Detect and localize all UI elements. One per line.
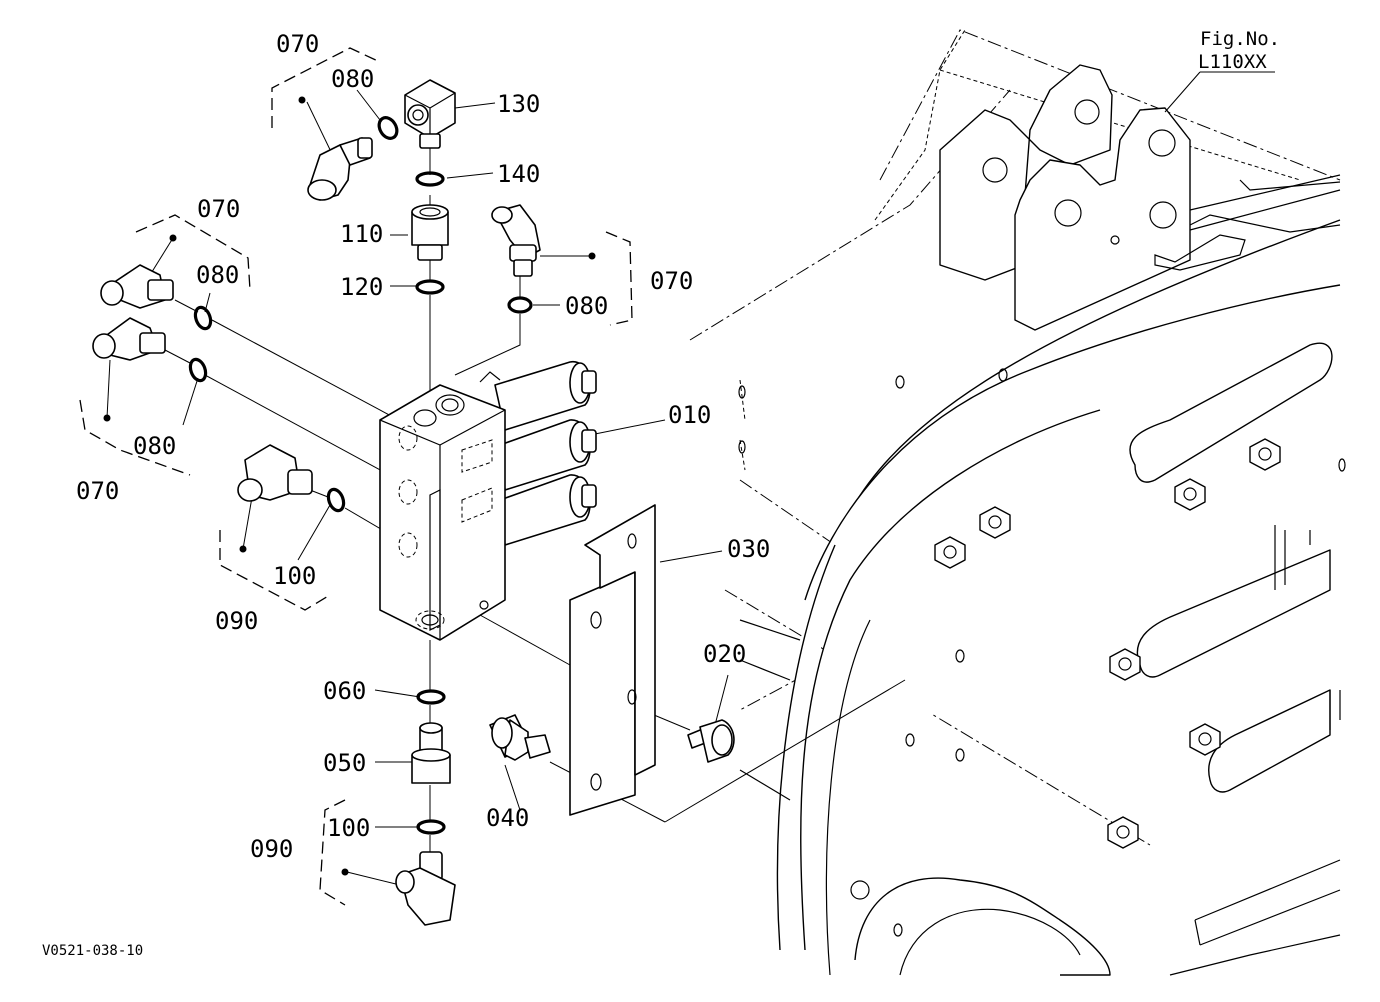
callout-100-bottom: 100 bbox=[327, 814, 370, 842]
elbow-fitting-bottom bbox=[395, 851, 456, 926]
frame-nut-7 bbox=[1107, 816, 1139, 849]
callout-060: 060 bbox=[323, 677, 366, 705]
callout-080-left-upper: 080 bbox=[196, 261, 239, 289]
fig-number-label: Fig.No. bbox=[1200, 28, 1280, 50]
pressure-switch bbox=[489, 714, 551, 761]
solenoid-coil-3 bbox=[499, 474, 597, 546]
callout-080-right: 080 bbox=[565, 292, 608, 320]
elbow-fitting-left-upper bbox=[100, 264, 174, 309]
callout-110: 110 bbox=[340, 220, 383, 248]
solenoid-coil-1 bbox=[494, 361, 597, 431]
drawing-code: V0521-038-10 bbox=[42, 943, 143, 959]
frame-nut-6 bbox=[1189, 723, 1221, 756]
callout-130: 130 bbox=[497, 90, 540, 118]
frame-nut-5 bbox=[1109, 648, 1141, 681]
callout-090-mid: 090 bbox=[215, 607, 258, 635]
frame-nut-1 bbox=[934, 536, 966, 569]
callout-040: 040 bbox=[486, 804, 529, 832]
solenoid-valve-block bbox=[379, 361, 597, 641]
elbow-fitting-mid bbox=[237, 444, 313, 502]
tee-fitting bbox=[404, 79, 456, 149]
callout-070-top: 070 bbox=[276, 30, 319, 58]
callout-070-left-upper: 070 bbox=[197, 195, 240, 223]
group-brackets bbox=[79, 47, 633, 906]
bolt bbox=[687, 719, 735, 763]
tractor-frame-background bbox=[689, 29, 1346, 976]
figure-id: Fig.No. L110XX V0521-038-10 bbox=[42, 28, 1280, 959]
frame-nut-3 bbox=[1174, 478, 1206, 511]
callout-020: 020 bbox=[703, 640, 746, 668]
callout-050: 050 bbox=[323, 749, 366, 777]
elbow-fitting-right bbox=[491, 204, 541, 277]
callout-100-mid: 100 bbox=[273, 562, 316, 590]
callout-090-bottom: 090 bbox=[250, 835, 293, 863]
callout-140: 140 bbox=[497, 160, 540, 188]
elbow-fitting-left-lower bbox=[92, 317, 166, 361]
callout-120: 120 bbox=[340, 273, 383, 301]
callout-080-left-lower: 080 bbox=[133, 432, 176, 460]
mounting-bracket bbox=[569, 504, 656, 816]
frame-nut-2 bbox=[979, 506, 1011, 539]
callout-070-right: 070 bbox=[650, 267, 693, 295]
elbow-fitting-top bbox=[307, 137, 373, 201]
straight-fitting bbox=[411, 722, 451, 784]
callout-030: 030 bbox=[727, 535, 770, 563]
callout-070-left-lower: 070 bbox=[76, 477, 119, 505]
callout-080-top: 080 bbox=[331, 65, 374, 93]
callout-010: 010 bbox=[668, 401, 711, 429]
frame-nut-4 bbox=[1249, 438, 1281, 471]
solenoid-coil-2 bbox=[499, 419, 597, 491]
adapter-fitting bbox=[411, 204, 449, 261]
callout-labels: 010 020 030 040 050 060 070 070 070 070 … bbox=[76, 30, 770, 863]
fig-number-value: L110XX bbox=[1198, 51, 1267, 73]
